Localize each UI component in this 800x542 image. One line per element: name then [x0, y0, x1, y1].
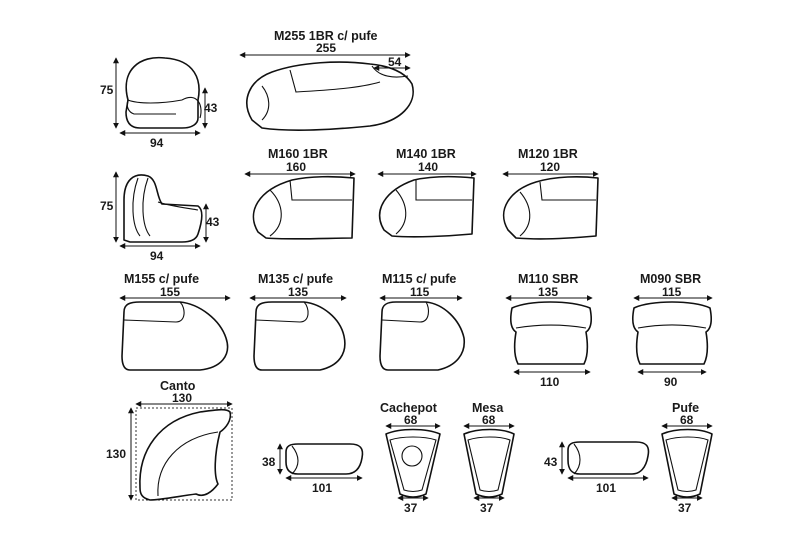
armchair-side-height: 75	[100, 199, 114, 213]
bench-side-view-b: 43 101	[544, 441, 650, 495]
module-m120: M120 1BR 120	[502, 147, 599, 240]
module-m140-title: M140 1BR	[396, 147, 456, 161]
pufe-bottom: 37	[678, 501, 692, 515]
module-m135: M135 c/ pufe 135	[249, 272, 347, 371]
armchair-front-height: 75	[100, 83, 114, 97]
cachepot-bottom: 37	[404, 501, 418, 515]
cachepot-top: 68	[404, 413, 418, 427]
bench-a-length: 101	[312, 481, 332, 495]
module-m160-title: M160 1BR	[268, 147, 328, 161]
module-m090-sbr: M090 SBR 115 90	[632, 272, 713, 389]
corner-width: 130	[172, 391, 192, 405]
corner-module: Canto 130 130	[106, 379, 233, 501]
module-m115-length: 115	[410, 285, 430, 299]
module-m110-title: M110 SBR	[518, 272, 578, 286]
mesa-title: Mesa	[472, 401, 504, 415]
module-m090-title: M090 SBR	[640, 272, 701, 286]
pufe: Pufe 68 37	[661, 401, 713, 515]
armchair-side-seat-height: 43	[206, 215, 220, 229]
module-m135-length: 135	[288, 285, 308, 299]
module-m115-title: M115 c/ pufe	[382, 272, 456, 286]
pufe-title: Pufe	[672, 401, 699, 415]
armchair-front-seat-height: 43	[204, 101, 218, 115]
module-m090-length: 115	[662, 285, 682, 299]
module-m255-length: 255	[316, 41, 336, 55]
side-table: Mesa 68 37	[463, 401, 515, 515]
module-m110-sbr: M110 SBR 135 110	[505, 272, 593, 389]
module-m140: M140 1BR 140	[377, 147, 477, 238]
armchair-front-width: 94	[150, 136, 164, 150]
module-m110-length: 135	[538, 285, 558, 299]
module-m160: M160 1BR 160	[244, 147, 356, 240]
module-m255-title: M255 1BR c/ pufe	[274, 29, 378, 43]
module-m255-pufe-depth: 54	[388, 55, 402, 69]
module-m120-title: M120 1BR	[518, 147, 578, 161]
module-m110-seat-length: 110	[540, 375, 560, 389]
corner-title: Canto	[160, 379, 196, 393]
armchair-side-view: 75 43 94	[100, 171, 220, 263]
module-m155: M155 c/ pufe 155	[119, 272, 231, 371]
module-m140-length: 140	[418, 160, 438, 174]
bench-a-height: 38	[262, 455, 276, 469]
module-m115: M115 c/ pufe 115	[379, 272, 465, 371]
module-m155-title: M155 c/ pufe	[124, 272, 199, 286]
mesa-bottom: 37	[480, 501, 494, 515]
pufe-top: 68	[680, 413, 694, 427]
corner-depth: 130	[106, 447, 126, 461]
module-m090-seat-length: 90	[664, 375, 678, 389]
bench-b-height: 43	[544, 455, 558, 469]
module-m135-title: M135 c/ pufe	[258, 272, 333, 286]
module-m160-length: 160	[286, 160, 306, 174]
module-m255-with-pufe: M255 1BR c/ pufe 255 54	[239, 29, 414, 131]
bench-side-view-a: 38 101	[262, 443, 364, 495]
module-m155-length: 155	[160, 285, 180, 299]
cachepot: Cachepot 68 37	[380, 401, 441, 515]
module-m120-length: 120	[540, 160, 560, 174]
mesa-top: 68	[482, 413, 496, 427]
cachepot-title: Cachepot	[380, 401, 438, 415]
armchair-side-width: 94	[150, 249, 164, 263]
bench-b-length: 101	[596, 481, 616, 495]
armchair-front-view: 75 43 94	[100, 56, 218, 150]
